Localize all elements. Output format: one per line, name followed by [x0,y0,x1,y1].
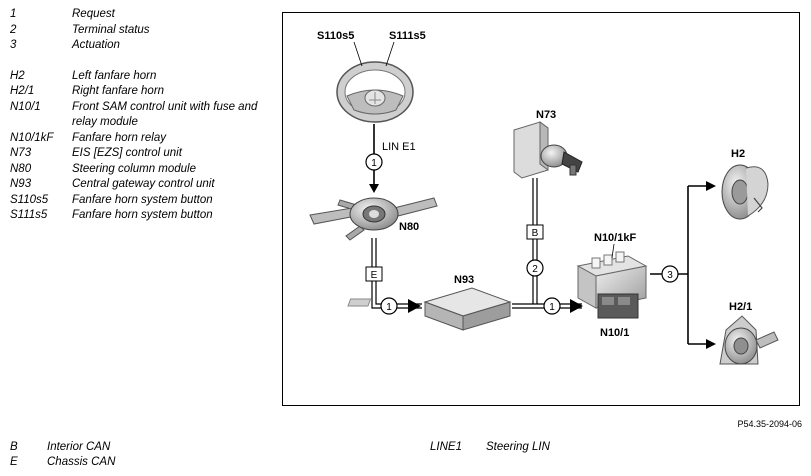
legend-row: S110s5 Fanfare horn system button [10,193,262,209]
label-n80: N80 [399,221,419,233]
legend-code: LINE1 [430,441,462,453]
legend-row: N10/1kF Fanfare horn relay [10,131,262,147]
label-s111s5: S111s5 [389,30,426,42]
label-h2-1: H2/1 [729,301,752,313]
legend-desc: Steering LIN [486,441,550,453]
legend-desc: Chassis CAN [47,456,116,468]
legend-code: B [10,441,18,453]
eis-control-unit-icon [513,121,583,179]
legend-desc: Fanfare horn system button [72,209,213,221]
bus-marker-e [365,266,383,282]
legend-code: 3 [10,39,17,51]
label-n73: N73 [536,109,556,121]
legend-desc: Actuation [72,39,120,51]
legend-row: 1 Request [10,7,262,23]
legend-row: B Interior CAN [10,440,115,455]
legend-desc: Steering column module [72,162,197,175]
legend-desc: Central gateway control unit [72,178,215,190]
legend-row: 2 Terminal status [10,23,262,39]
arrow-right-icon [706,339,716,349]
legend-row: N73 EIS [EZS] control unit [10,146,262,162]
legend-code: H2 [10,69,25,82]
legend-desc: Fanfare horn system button [72,193,213,206]
leader-line [385,41,395,67]
legend-row: S111s5 Fanfare horn system button [10,208,262,224]
arrow-down-icon [369,184,379,193]
sam-control-unit-icon [576,251,648,319]
legend-desc: Request [72,8,115,20]
label-n10-1kf: N10/1kF [594,232,636,244]
marker-request [543,297,561,315]
figure-reference: P54.35-2094-06 [737,419,802,429]
legend-spacer [10,54,262,69]
legend-code: 2 [10,23,17,36]
arrow-right-icon [706,181,716,191]
wiring-diagram: S110s5 S111s5 LIN E1 1 N80 E 1 N93 1 [309,30,779,365]
legend-code: S111s5 [10,209,48,221]
lin-legend: LINE1 Steering LIN [430,440,550,455]
diagram-frame [282,12,800,406]
legend-desc: Fanfare horn relay [72,131,166,144]
legend-desc: Front SAM control unit with fuse and rel… [72,100,258,129]
steering-column-module-icon [309,197,438,241]
legend: 1 Request 2 Terminal status 3 Actuation H2 L… [10,7,262,224]
label-s110s5: S110s5 [317,30,354,42]
steering-wheel-icon [336,61,414,123]
bus-legend: B Interior CAN E Chassis CAN [10,440,115,470]
legend-row: H2 Left fanfare horn [10,69,262,85]
bus-marker-label: B [532,228,539,239]
legend-row: LINE1 Steering LIN [430,440,550,455]
chassis-can-line [371,238,422,309]
arrow-right-icon [570,299,583,313]
legend-row: H2/1 Right fanfare horn [10,84,262,100]
legend-desc: Interior CAN [47,441,111,453]
marker-request [365,153,383,171]
legend-code: N10/1kF [10,131,54,144]
marker-label: 1 [549,302,555,313]
leader-line [611,243,615,259]
marker-label: 3 [667,270,673,281]
label-n93: N93 [454,274,474,286]
gateway-module-icon [347,287,512,331]
horn-icon [719,315,779,365]
chassis-can-line [375,238,422,305]
leader-line [353,41,363,67]
marker-actuation [661,265,679,283]
legend-desc: Left fanfare horn [72,69,157,82]
marker-label: 1 [386,302,392,313]
marker-terminal-status [526,259,544,277]
legend-code: S110s5 [10,193,49,206]
legend-row: N10/1 Front SAM control unit with fuse an… [10,100,262,131]
legend-code: N80 [10,162,32,175]
legend-code: 1 [10,8,17,20]
marker-request [380,297,398,315]
legend-code: N10/1 [10,100,41,113]
label-h2: H2 [731,148,745,160]
label-n10-1: N10/1 [600,327,629,339]
legend-row: 3 Actuation [10,38,262,54]
arrow-right-icon [408,299,421,313]
bus-marker-b [526,224,544,240]
bus-marker-label: E [371,270,378,281]
legend-code: N93 [10,178,32,190]
legend-code: H2/1 [10,85,35,97]
label-lin-e1: LIN E1 [382,141,416,153]
legend-row: N93 Central gateway control unit [10,177,262,193]
marker-label: 1 [371,158,377,169]
legend-desc: EIS [EZS] control unit [72,147,182,159]
legend-desc: Right fanfare horn [72,85,165,97]
legend-code: N73 [10,147,32,159]
legend-row: E Chassis CAN [10,455,115,470]
legend-desc: Terminal status [72,23,150,36]
legend-code: E [10,456,18,468]
marker-label: 2 [532,264,538,275]
horn-icon [721,164,769,220]
legend-row: N80 Steering column module [10,162,262,178]
